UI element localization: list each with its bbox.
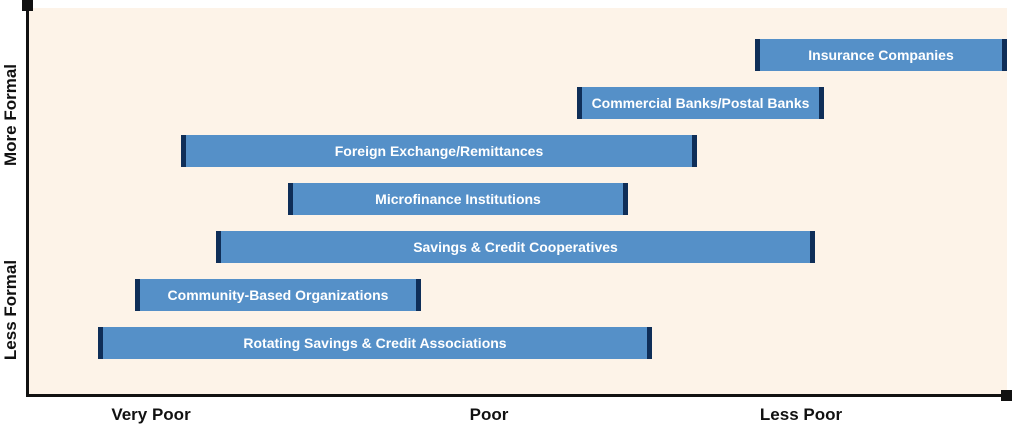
x-axis-line [26,394,1007,397]
y-axis-line [26,6,29,397]
bar-commercial-banks: Commercial Banks/Postal Banks [577,87,824,119]
bar-insurance-companies: Insurance Companies [755,39,1007,71]
y-axis-end-marker [22,0,33,11]
bar-rotating-savings: Rotating Savings & Credit Associations [98,327,652,359]
x-label-less-poor: Less Poor [759,405,843,424]
bar-foreign-exchange: Foreign Exchange/Remittances [181,135,697,167]
x-axis-end-marker [1001,390,1012,401]
x-label-very-poor: Very Poor [111,405,191,424]
bar-microfinance-institutions: Microfinance Institutions [288,183,628,215]
x-label-poor: Poor [469,405,509,424]
bar-community-based-organizations: Community-Based Organizations [135,279,421,311]
y-label-less-formal: Less Formal [1,259,20,361]
bar-savings-credit-cooperatives: Savings & Credit Cooperatives [216,231,815,263]
y-label-more-formal: More Formal [1,63,20,167]
